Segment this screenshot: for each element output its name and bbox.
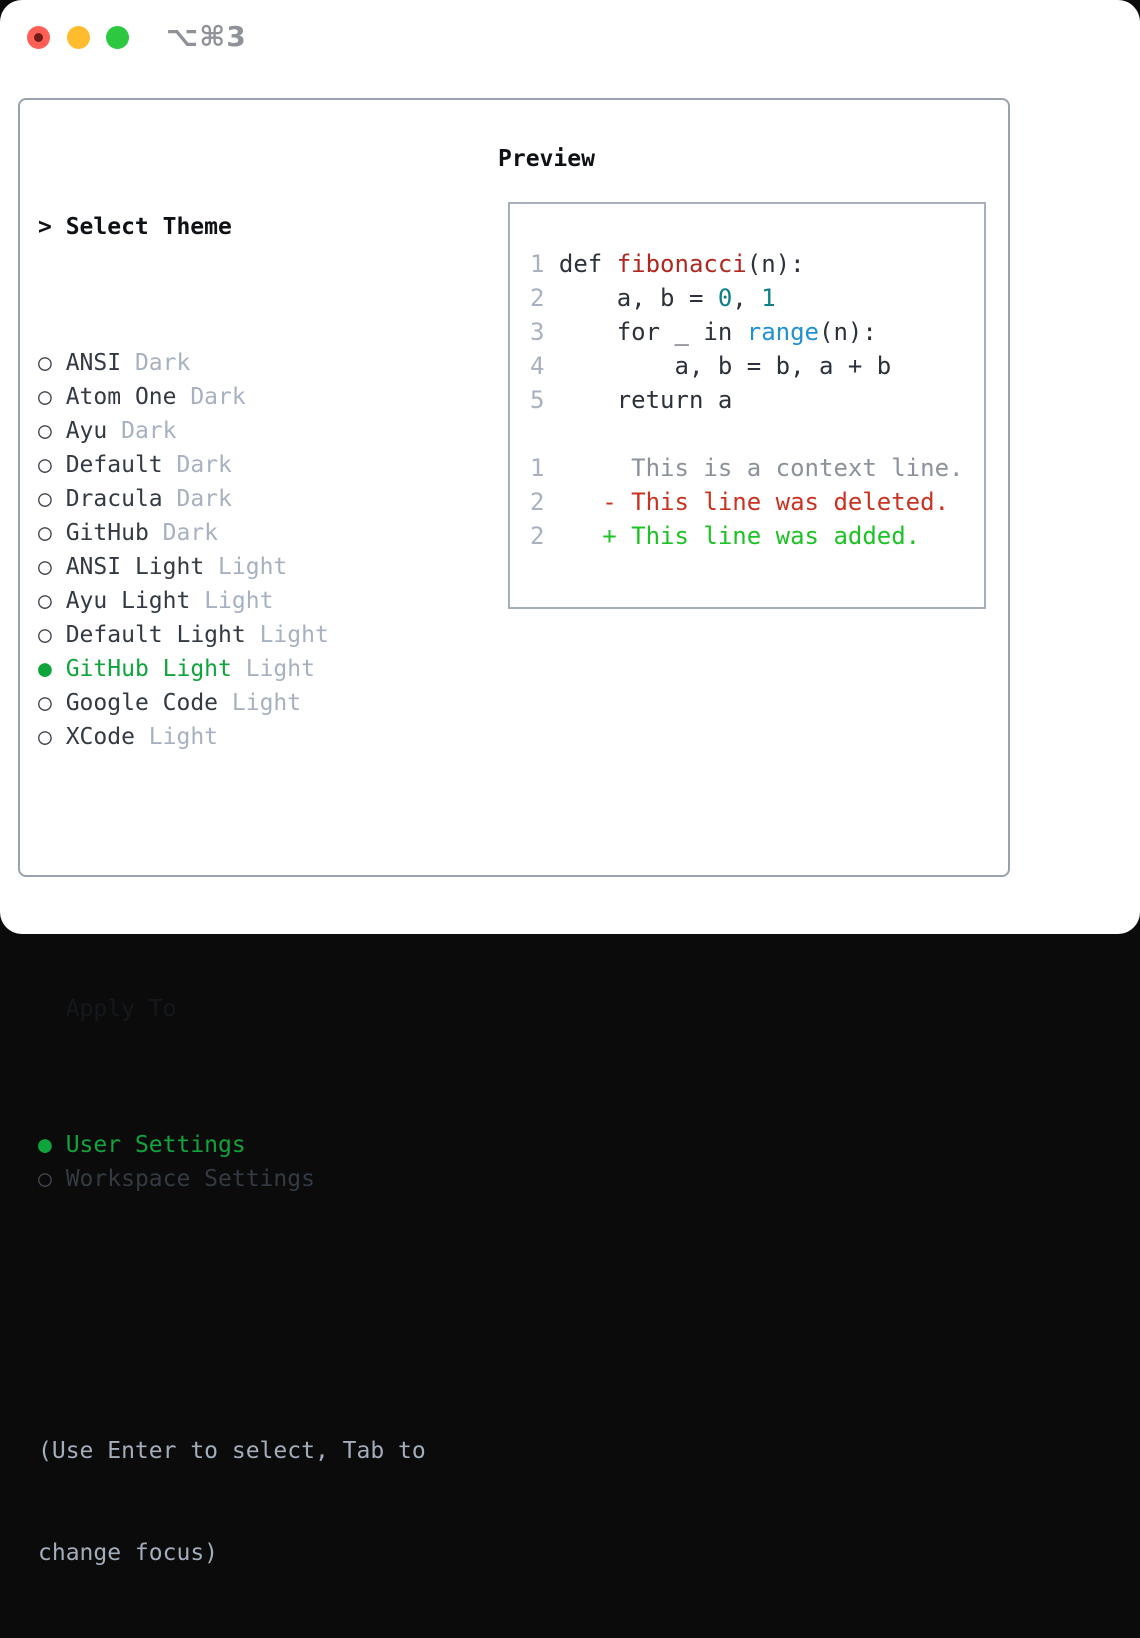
radio-unselected-icon: ○ xyxy=(38,554,66,580)
code-line: 1 def fibonacci(n): xyxy=(530,250,805,278)
theme-item[interactable]: ○ Ayu Light Light xyxy=(38,588,274,614)
app-window: ⌥⌘3 > Select Theme ○ ANSI Dark ○ Atom One … xyxy=(0,0,1140,1566)
line-number: 2 xyxy=(530,488,545,516)
radio-selected-icon: ● xyxy=(38,1132,66,1158)
help-text-line-1: (Use Enter to select, Tab to xyxy=(38,1438,426,1464)
code-line: 2 a, b = 0, 1 xyxy=(530,284,776,312)
theme-item[interactable]: ○ GitHub Dark xyxy=(38,520,219,546)
theme-item[interactable]: ○ Dracula Dark xyxy=(38,486,232,512)
spacer xyxy=(38,1298,426,1332)
radio-unselected-icon: ○ xyxy=(38,622,66,648)
spacer xyxy=(38,856,426,890)
diff-deleted-line: 2 - This line was deleted. xyxy=(530,488,950,516)
apply-to-item[interactable]: ○ Workspace Settings xyxy=(38,1166,315,1192)
radio-unselected-icon: ○ xyxy=(38,588,66,614)
line-number: 2 xyxy=(530,522,545,550)
apply-to-header: Apply To xyxy=(38,992,426,1026)
radio-unselected-icon: ○ xyxy=(38,384,66,410)
code-line: 3 for _ in range(n): xyxy=(530,318,877,346)
theme-list-section: > Select Theme ○ ANSI Dark ○ Atom One Dark… xyxy=(38,142,426,1638)
help-text-line-2: change focus) xyxy=(38,1540,219,1566)
line-number: 2 xyxy=(530,284,545,312)
diff-added-line: 2 + This line was added. xyxy=(530,522,921,550)
line-number: 1 xyxy=(530,250,545,278)
preview-header: Preview xyxy=(498,142,595,176)
theme-item[interactable]: ● GitHub Light Light xyxy=(38,656,315,682)
zoom-button[interactable] xyxy=(106,26,129,49)
theme-item[interactable]: ○ Google Code Light xyxy=(38,690,302,716)
close-dot-icon xyxy=(34,33,43,42)
theme-item[interactable]: ○ Atom One Dark xyxy=(38,384,246,410)
close-button[interactable] xyxy=(27,26,50,49)
select-theme-header: > Select Theme xyxy=(38,210,426,244)
minimize-button[interactable] xyxy=(67,26,90,49)
theme-picker-panel: > Select Theme ○ ANSI Dark ○ Atom One Dark… xyxy=(18,98,1010,1566)
radio-unselected-icon: ○ xyxy=(38,1166,66,1192)
theme-list: ○ ANSI Dark ○ Atom One Dark ○ Ayu Dark ○ De… xyxy=(38,346,426,754)
code-line: 4 a, b = b, a + b xyxy=(530,352,892,380)
radio-unselected-icon: ○ xyxy=(38,452,66,478)
apply-to-list: ● User Settings ○ Workspace Settings xyxy=(38,1128,426,1196)
diff-context-line: 1 This is a context line. xyxy=(530,454,964,482)
code-line: 5 return a xyxy=(530,386,733,414)
preview-code: 1 def fibonacci(n): 2 a, b = 0, 1 3 for _ … xyxy=(530,247,963,553)
preview-header-label: Preview xyxy=(498,146,595,172)
apply-to-item[interactable]: ● User Settings xyxy=(38,1132,246,1158)
theme-item[interactable]: ○ ANSI Light Light xyxy=(38,554,288,580)
radio-unselected-icon: ○ xyxy=(38,724,66,750)
line-number: 1 xyxy=(530,454,545,482)
radio-unselected-icon: ○ xyxy=(38,690,66,716)
radio-unselected-icon: ○ xyxy=(38,350,66,376)
select-theme-header-label: Select Theme xyxy=(65,214,232,240)
selection-caret-icon: > xyxy=(38,214,52,240)
radio-unselected-icon: ○ xyxy=(38,486,66,512)
line-number: 5 xyxy=(530,386,545,414)
line-number: 4 xyxy=(530,352,545,380)
radio-selected-icon: ● xyxy=(38,656,66,682)
radio-unselected-icon: ○ xyxy=(38,418,66,444)
theme-item[interactable]: ○ Default Light Light xyxy=(38,622,329,648)
theme-item[interactable]: ○ Default Dark xyxy=(38,452,232,478)
radio-unselected-icon: ○ xyxy=(38,520,66,546)
blank-line xyxy=(530,417,963,451)
theme-item[interactable]: ○ ANSI Dark xyxy=(38,350,191,376)
theme-item[interactable]: ○ Ayu Dark xyxy=(38,418,177,444)
apply-to-header-label: Apply To xyxy=(65,996,177,1022)
line-number: 3 xyxy=(530,318,545,346)
preview-box: 1 def fibonacci(n): 2 a, b = 0, 1 3 for _ … xyxy=(508,202,986,609)
theme-item[interactable]: ○ XCode Light xyxy=(38,724,219,750)
window-shortcut-label: ⌥⌘3 xyxy=(166,20,247,53)
